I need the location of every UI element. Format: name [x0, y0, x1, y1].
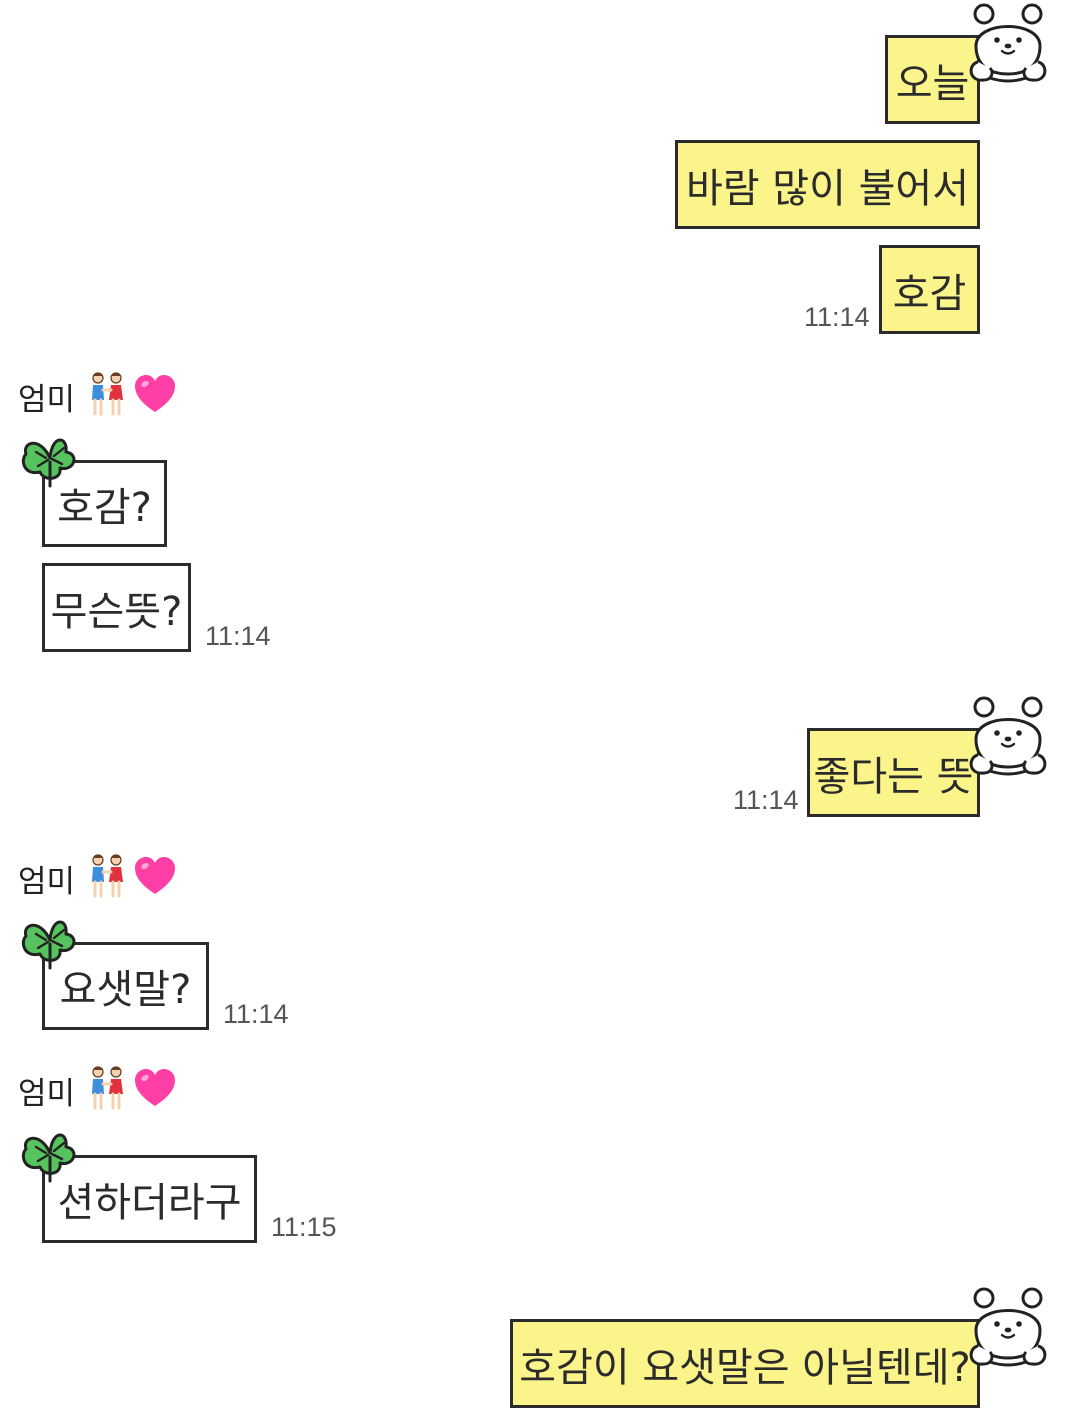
message-timestamp: 11:15 — [271, 1212, 337, 1242]
my-message-bubble: 오늘 — [885, 35, 980, 124]
message-text: 호감 — [892, 270, 967, 317]
message-timestamp: 11:14 — [223, 999, 289, 1029]
pink-heart-icon — [133, 856, 177, 900]
sender-header: 엄미 — [18, 856, 177, 900]
mom-message-bubble: 무슨뜻? — [42, 563, 191, 652]
my-message-bubble: 좋다는 뜻 — [807, 728, 980, 817]
message-text: 오늘 — [895, 60, 970, 107]
my-message-bubble: 호감 — [879, 245, 980, 334]
bear-sticker-icon — [968, 0, 1048, 86]
mom-message-bubble: 션하더라구 — [42, 1155, 257, 1243]
my-message-bubble: 호감이 요샛말은 아닐텐데? — [510, 1319, 980, 1408]
message-timestamp: 11:14 — [733, 785, 799, 815]
message-timestamp: 11:14 — [205, 621, 271, 651]
message-timestamp: 11:14 — [804, 302, 870, 332]
clover-sticker-icon — [18, 1123, 82, 1185]
holding-hands-emoji-icon — [87, 1066, 127, 1114]
message-text: 좋다는 뜻 — [813, 753, 974, 800]
message-text: 요샛말? — [59, 967, 192, 1013]
clover-sticker-icon — [18, 910, 82, 972]
my-message-bubble: 바람 많이 불어서 — [675, 140, 980, 229]
message-text: 션하더라구 — [57, 1180, 242, 1226]
mom-message-bubble: 요샛말? — [42, 942, 209, 1030]
pink-heart-icon — [133, 1068, 177, 1112]
message-text: 호감? — [57, 484, 152, 531]
bear-sticker-icon — [968, 1284, 1048, 1370]
message-text: 바람 많이 불어서 — [685, 165, 970, 212]
message-text: 무슨뜻? — [50, 588, 183, 635]
pink-heart-icon — [133, 374, 177, 418]
sender-name: 엄미 — [18, 863, 76, 900]
sender-header: 엄미 — [18, 374, 177, 418]
sender-name: 엄미 — [18, 381, 76, 418]
message-text: 호감이 요샛말은 아닐텐데? — [519, 1344, 971, 1391]
clover-sticker-icon — [18, 428, 82, 490]
sender-name: 엄미 — [18, 1075, 76, 1112]
sender-header: 엄미 — [18, 1068, 177, 1112]
holding-hands-emoji-icon — [87, 854, 127, 902]
holding-hands-emoji-icon — [87, 372, 127, 420]
mom-message-bubble: 호감? — [42, 460, 167, 547]
bear-sticker-icon — [968, 693, 1048, 779]
